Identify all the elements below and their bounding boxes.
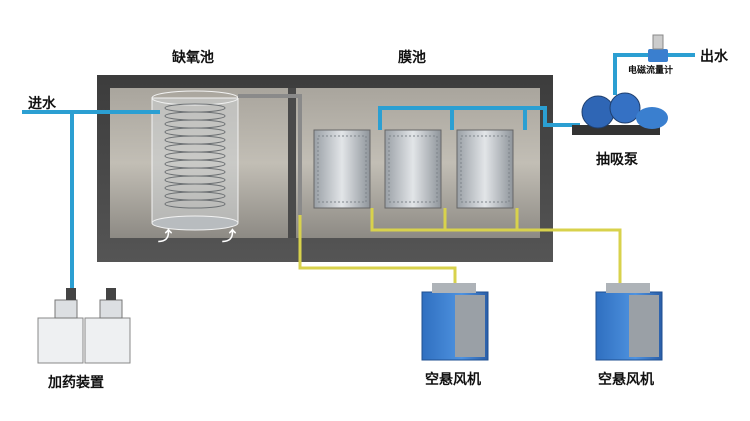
blower-2-label: 空悬风机 bbox=[598, 372, 654, 388]
membrane-modules bbox=[313, 129, 514, 209]
dosing-device bbox=[37, 288, 131, 364]
dosing-device-label: 加药装置 bbox=[48, 375, 104, 391]
transfer-pipe bbox=[238, 94, 302, 215]
outlet-pipe bbox=[613, 53, 695, 95]
tank-divider-wall bbox=[288, 88, 296, 238]
blower-2 bbox=[595, 283, 663, 361]
outlet-label: 出水 bbox=[700, 49, 728, 65]
membrane-module bbox=[456, 129, 514, 209]
membrane-tank-label: 膜池 bbox=[398, 50, 426, 66]
suction-pump-label: 抽吸泵 bbox=[596, 152, 638, 168]
inlet-label: 进水 bbox=[28, 96, 56, 112]
anoxic-tank-cylinder: ⤴ ⤴ bbox=[151, 90, 239, 245]
flowmeter bbox=[648, 34, 668, 62]
blower-1 bbox=[421, 283, 489, 361]
membrane-module bbox=[384, 129, 442, 209]
flowmeter-label: 电磁流量计 bbox=[628, 66, 674, 76]
suction-pump bbox=[572, 92, 668, 135]
air-pipes bbox=[298, 208, 622, 292]
svg-text:⤴: ⤴ bbox=[158, 228, 173, 245]
water-pipes bbox=[22, 53, 695, 290]
permeate-pipe bbox=[378, 106, 580, 130]
anoxic-tank-label: 缺氧池 bbox=[172, 50, 214, 66]
svg-text:⤴: ⤴ bbox=[222, 228, 237, 245]
blower-1-label: 空悬风机 bbox=[425, 372, 481, 388]
membrane-module bbox=[313, 129, 371, 209]
